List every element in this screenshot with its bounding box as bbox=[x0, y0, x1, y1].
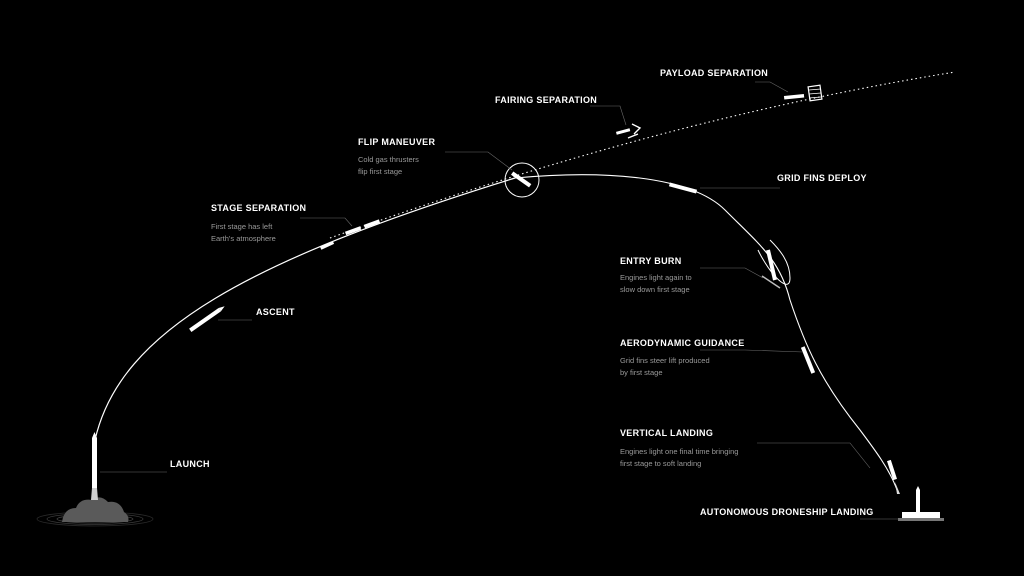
fairing-separation-marker bbox=[615, 123, 642, 139]
stage-separation-rocket bbox=[344, 219, 381, 236]
flip-maneuver-desc-line-1: Cold gas thrusters bbox=[358, 155, 419, 164]
vertical-landing-desc-line-1: Engines light one final time bringing bbox=[620, 447, 739, 456]
ascent-rocket-2 bbox=[320, 241, 335, 250]
aerodynamic-guidance-rocket bbox=[800, 346, 816, 374]
flip-maneuver-marker bbox=[504, 162, 540, 198]
entry-burn-marker bbox=[757, 239, 791, 289]
return-trajectory bbox=[514, 174, 898, 491]
stage-separation-desc-line-2: Earth's atmosphere bbox=[211, 234, 276, 243]
aerodynamic-guidance-desc-line-1: Grid fins steer lift produced bbox=[620, 356, 710, 365]
ascent-trajectory bbox=[94, 177, 516, 441]
vertical-landing-desc-line-2: first stage to soft landing bbox=[620, 459, 702, 468]
flip-maneuver-label: FLIP MANEUVER bbox=[358, 137, 436, 147]
droneship-landing-label: AUTONOMOUS DRONESHIP LANDING bbox=[700, 507, 874, 517]
entry-burn-desc-line-1: Engines light again to bbox=[620, 273, 692, 282]
launch-rocket bbox=[91, 432, 98, 500]
grid-fins-rocket bbox=[668, 182, 698, 194]
droneship bbox=[898, 486, 944, 521]
flip-maneuver-desc-line-2: flip first stage bbox=[358, 167, 403, 176]
entry-burn-label: ENTRY BURN bbox=[620, 256, 682, 266]
aerodynamic-guidance-description: Grid fins steer lift produced by first s… bbox=[620, 355, 710, 379]
stage-separation-desc-line-1: First stage has left bbox=[211, 222, 273, 231]
stage-separation-description: First stage has left Earth's atmosphere bbox=[211, 221, 276, 245]
flip-maneuver-description: Cold gas thrusters flip first stage bbox=[358, 154, 419, 178]
aerodynamic-guidance-label: AERODYNAMIC GUIDANCE bbox=[620, 338, 745, 348]
fairing-separation-label: FAIRING SEPARATION bbox=[495, 95, 598, 105]
vertical-landing-label: VERTICAL LANDING bbox=[620, 428, 714, 438]
second-stage-trajectory bbox=[329, 71, 956, 239]
entry-burn-description: Engines light again to slow down first s… bbox=[620, 272, 692, 296]
ascent-rocket bbox=[189, 306, 225, 332]
payload-separation-marker bbox=[783, 84, 823, 102]
launch-label: LAUNCH bbox=[170, 459, 210, 469]
entry-burn-desc-line-2: slow down first stage bbox=[620, 285, 690, 294]
landing-flame bbox=[895, 482, 900, 494]
payload-separation-label: PAYLOAD SEPARATION bbox=[660, 68, 769, 78]
vertical-landing-rocket bbox=[887, 459, 897, 481]
grid-fins-deploy-label: GRID FINS DEPLOY bbox=[777, 173, 867, 183]
launch-pad-smoke bbox=[36, 497, 154, 527]
ascent-label: ASCENT bbox=[256, 307, 295, 317]
stage-separation-label: STAGE SEPARATION bbox=[211, 203, 307, 213]
vertical-landing-description: Engines light one final time bringing fi… bbox=[620, 446, 738, 470]
leader-lines bbox=[100, 81, 898, 520]
aerodynamic-guidance-desc-line-2: by first stage bbox=[620, 368, 663, 377]
